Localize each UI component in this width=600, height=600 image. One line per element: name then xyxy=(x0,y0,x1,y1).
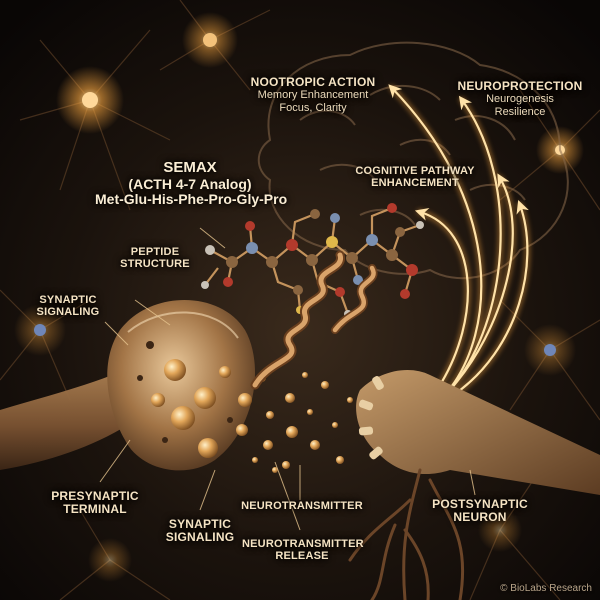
peptide-line1: PEPTIDE xyxy=(130,246,180,258)
nootropic-sub1: Memory Enhancement xyxy=(257,89,369,102)
nootropic-heading: NOOTROPIC ACTION xyxy=(250,75,376,89)
label-presynaptic-terminal: PRESYNAPTIC TERMINAL xyxy=(35,489,155,517)
label-cognitive-pathway: COGNITIVE PATHWAY ENHANCEMENT xyxy=(345,165,485,190)
diagram-title: SEMAX (ACTH 4-7 Analog) Met-Glu-His-Phe-… xyxy=(95,159,288,208)
signal-arrows xyxy=(388,84,531,400)
label-leader-lines xyxy=(99,227,476,531)
release-line1: NEUROTRANSMITTER xyxy=(242,538,364,550)
label-synaptic-signaling-lower: SYNAPTIC SIGNALING xyxy=(155,517,245,545)
neuroprotection-sub2: Resilience xyxy=(494,105,546,118)
postsynaptic-line1: POSTSYNAPTIC xyxy=(432,497,528,511)
neurotransmitter-line1: NEUROTRANSMITTER xyxy=(241,500,363,512)
synaptic-upper-line1: SYNAPTIC xyxy=(39,294,97,306)
release-line2: RELEASE xyxy=(275,550,329,563)
neuroprotection-sub1: Neurogenesis xyxy=(486,93,554,106)
peptide-line2: STRUCTURE xyxy=(120,258,190,271)
postsynaptic-dendrites xyxy=(348,468,465,600)
label-neuroprotection: NEUROPROTECTION Neurogenesis Resilience xyxy=(455,79,585,118)
presynaptic-bulb xyxy=(107,300,256,471)
synaptic-upper-line2: SIGNALING xyxy=(36,306,100,319)
peptide-helix xyxy=(250,250,378,390)
nootropic-sub2: Focus, Clarity xyxy=(279,101,347,114)
cognitive-line2: ENHANCEMENT xyxy=(371,177,459,190)
presynaptic-line1: PRESYNAPTIC xyxy=(51,489,139,503)
title-line3: Met-Glu-His-Phe-Pro-Gly-Pro xyxy=(95,191,288,208)
label-postsynaptic-neuron: POSTSYNAPTIC NEURON xyxy=(420,497,540,525)
postsynaptic-line2: NEURON xyxy=(453,510,507,525)
label-neurotransmitter-release: NEUROTRANSMITTER RELEASE xyxy=(242,538,364,563)
cognitive-line1: COGNITIVE PATHWAY xyxy=(355,165,475,177)
label-synaptic-signaling-upper: SYNAPTIC SIGNALING xyxy=(18,294,118,319)
presynaptic-line2: TERMINAL xyxy=(63,502,127,517)
synaptic-vesicles xyxy=(137,341,233,458)
label-neurotransmitter: NEUROTRANSMITTER xyxy=(237,500,367,512)
postsynaptic-neuron xyxy=(348,370,600,600)
presynaptic-terminal xyxy=(0,300,256,471)
credit-watermark: © BioLabs Research xyxy=(500,583,592,594)
label-nootropic-action: NOOTROPIC ACTION Memory Enhancement Focu… xyxy=(248,75,378,114)
peptide-molecule xyxy=(201,203,424,390)
postsynaptic-receptors xyxy=(358,376,384,460)
neuroprotection-heading: NEUROPROTECTION xyxy=(457,79,583,93)
synaptic-lower-line1: SYNAPTIC xyxy=(168,517,232,531)
synaptic-lower-line2: SIGNALING xyxy=(165,530,235,545)
label-peptide-structure: PEPTIDE STRUCTURE xyxy=(100,246,210,271)
title-line2: (ACTH 4-7 Analog) xyxy=(128,175,252,192)
title-line1: SEMAX xyxy=(163,159,217,176)
